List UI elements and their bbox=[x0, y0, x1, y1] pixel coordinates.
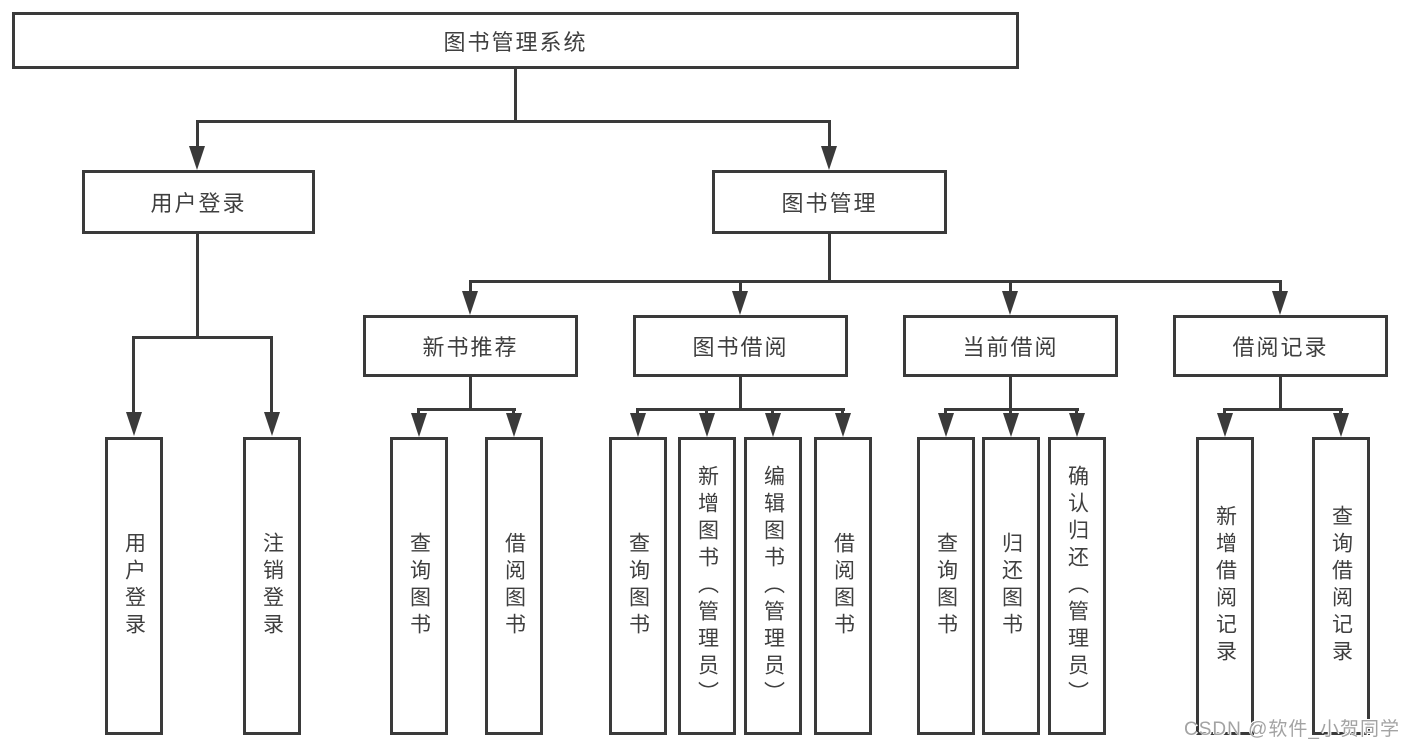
leaf-add-borrow-record-label: 新增借阅记录 bbox=[1213, 505, 1237, 667]
connector-line bbox=[469, 280, 472, 294]
arrow-down-icon bbox=[126, 412, 142, 436]
leaf-user-login-label: 用户登录 bbox=[122, 532, 146, 640]
arrow-down-icon bbox=[506, 413, 522, 437]
connector-line bbox=[132, 336, 273, 339]
node-root: 图书管理系统 bbox=[12, 12, 1019, 69]
node-borrow-record: 借阅记录 bbox=[1173, 315, 1388, 377]
connector-line bbox=[512, 408, 515, 415]
arrow-down-icon bbox=[411, 413, 427, 437]
connector-line bbox=[1075, 408, 1078, 415]
connector-line bbox=[196, 120, 831, 123]
connector-line bbox=[739, 377, 742, 408]
arrow-down-icon bbox=[835, 413, 851, 437]
arrow-down-icon bbox=[938, 413, 954, 437]
leaf-confirm-return-admin: 确认归还（管理员） bbox=[1048, 437, 1106, 735]
leaf-query-borrow-record-label: 查询借阅记录 bbox=[1329, 505, 1353, 667]
connector-line bbox=[636, 408, 845, 411]
node-book-borrow-label: 图书借阅 bbox=[692, 335, 789, 360]
leaf-edit-book-admin: 编辑图书（管理员） bbox=[744, 437, 802, 735]
node-book-borrow: 图书借阅 bbox=[633, 315, 848, 377]
leaf-confirm-return-admin-label: 确认归还（管理员） bbox=[1065, 464, 1089, 708]
arrow-down-icon bbox=[189, 146, 205, 170]
connector-line bbox=[270, 336, 273, 413]
node-current-borrow: 当前借阅 bbox=[903, 315, 1118, 377]
arrow-down-icon bbox=[264, 412, 280, 436]
csdn-watermark: CSDN @软件_小贺同学 bbox=[1184, 719, 1400, 740]
connector-line bbox=[417, 408, 420, 415]
leaf-query-borrow-record: 查询借阅记录 bbox=[1312, 437, 1370, 735]
leaf-query-book-newbook: 查询图书 bbox=[390, 437, 448, 735]
connector-line bbox=[1223, 408, 1226, 415]
leaf-borrow-book-borrow-label: 借阅图书 bbox=[831, 532, 855, 640]
arrow-down-icon bbox=[1272, 291, 1288, 315]
connector-line bbox=[1339, 408, 1342, 415]
leaf-query-book-newbook-label: 查询图书 bbox=[407, 532, 431, 640]
connector-line bbox=[636, 408, 639, 415]
leaf-add-book-admin-label: 新增图书（管理员） bbox=[695, 464, 719, 708]
leaf-query-book-borrow: 查询图书 bbox=[609, 437, 667, 735]
connector-line bbox=[469, 377, 472, 408]
arrow-down-icon bbox=[1069, 413, 1085, 437]
node-new-book-recommend-label: 新书推荐 bbox=[422, 335, 519, 360]
node-current-borrow-label: 当前借阅 bbox=[962, 335, 1059, 360]
leaf-borrow-book-newbook: 借阅图书 bbox=[485, 437, 543, 735]
connector-line bbox=[514, 69, 517, 120]
connector-line bbox=[771, 408, 774, 415]
connector-line bbox=[417, 408, 516, 411]
connector-line bbox=[132, 336, 135, 413]
arrow-down-icon bbox=[699, 413, 715, 437]
leaf-edit-book-admin-label: 编辑图书（管理员） bbox=[761, 464, 785, 708]
leaf-borrow-book-newbook-label: 借阅图书 bbox=[502, 532, 526, 640]
arrow-down-icon bbox=[765, 413, 781, 437]
node-user-login-label: 用户登录 bbox=[150, 191, 247, 216]
node-book-management: 图书管理 bbox=[712, 170, 947, 234]
leaf-return-book: 归还图书 bbox=[982, 437, 1040, 735]
leaf-user-login: 用户登录 bbox=[105, 437, 163, 735]
connector-line bbox=[1223, 408, 1343, 411]
leaf-query-book-borrow-label: 查询图书 bbox=[626, 532, 650, 640]
arrow-down-icon bbox=[462, 291, 478, 315]
connector-line bbox=[1279, 377, 1282, 408]
connector-line bbox=[1009, 280, 1012, 294]
connector-line bbox=[705, 408, 708, 415]
node-user-login: 用户登录 bbox=[82, 170, 315, 234]
leaf-return-book-label: 归还图书 bbox=[999, 532, 1023, 640]
arrow-down-icon bbox=[1217, 413, 1233, 437]
leaf-query-book-current: 查询图书 bbox=[917, 437, 975, 735]
connector-line bbox=[944, 408, 947, 415]
leaf-query-book-current-label: 查询图书 bbox=[934, 532, 958, 640]
arrow-down-icon bbox=[1333, 413, 1349, 437]
arrow-down-icon bbox=[732, 291, 748, 315]
connector-line bbox=[739, 280, 742, 294]
node-book-management-label: 图书管理 bbox=[781, 191, 878, 216]
leaf-add-borrow-record: 新增借阅记录 bbox=[1196, 437, 1254, 735]
connector-line bbox=[469, 280, 1282, 283]
node-borrow-record-label: 借阅记录 bbox=[1232, 335, 1329, 360]
arrow-down-icon bbox=[1003, 413, 1019, 437]
connector-line bbox=[196, 234, 199, 336]
leaf-logout-login-label: 注销登录 bbox=[260, 532, 284, 640]
arrow-down-icon bbox=[630, 413, 646, 437]
connector-line bbox=[841, 408, 844, 415]
node-root-label: 图书管理系统 bbox=[443, 29, 588, 55]
connector-line bbox=[196, 120, 199, 148]
leaf-add-book-admin: 新增图书（管理员） bbox=[678, 437, 736, 735]
leaf-logout-login: 注销登录 bbox=[243, 437, 301, 735]
arrow-down-icon bbox=[821, 146, 837, 170]
connector-line bbox=[1009, 408, 1012, 415]
node-new-book-recommend: 新书推荐 bbox=[363, 315, 578, 377]
connector-line bbox=[828, 234, 831, 280]
connector-line bbox=[1279, 280, 1282, 294]
leaf-borrow-book-borrow: 借阅图书 bbox=[814, 437, 872, 735]
arrow-down-icon bbox=[1002, 291, 1018, 315]
connector-line bbox=[1009, 377, 1012, 408]
connector-line bbox=[828, 120, 831, 148]
